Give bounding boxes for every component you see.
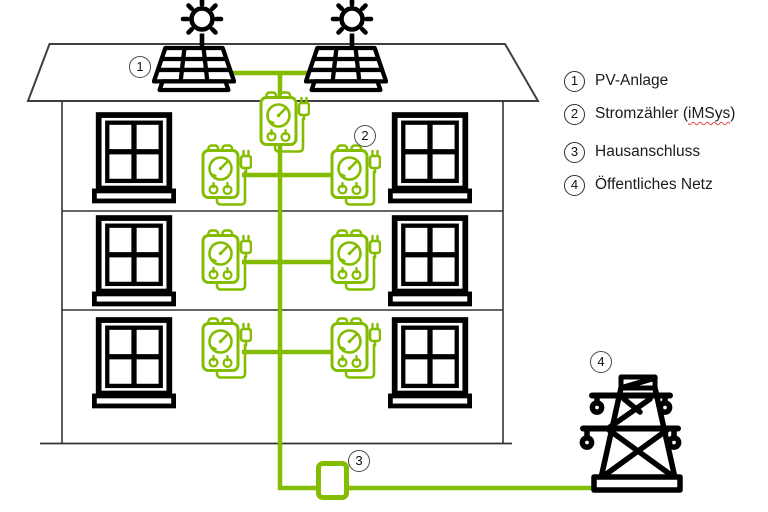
legend-item-hausanschluss: 3 Hausanschluss: [564, 141, 700, 163]
window-icon: [388, 317, 472, 409]
legend-label-suffix: ): [730, 105, 736, 122]
legend-item-pv-anlage: 1 PV-Anlage: [564, 70, 668, 92]
window-icon: [388, 112, 472, 204]
legend-item-stromzaehler: 2 Stromzähler (iMSys): [564, 103, 735, 125]
smart-meter-icon: [200, 229, 252, 291]
badge-house-connection: 3: [348, 450, 370, 472]
legend-item-oeffentliches-netz: 4 Öffentliches Netz: [564, 174, 713, 196]
solar-panel-icon: [304, 45, 388, 93]
smart-meter-icon: [329, 317, 381, 379]
legend-label-prefix: Stromzähler (: [595, 105, 689, 122]
solar-panel-icon: [152, 45, 236, 93]
legend-badge-4: 4: [564, 174, 585, 196]
legend-label-hausanschluss: Hausanschluss: [595, 143, 701, 160]
badge-pv-system: 1: [129, 56, 151, 78]
smart-meter-icon: [329, 229, 381, 291]
legend-label-stromzaehler: Stromzähler (iMSys): [595, 105, 735, 123]
legend-badge-3: 3: [564, 141, 585, 163]
spellcheck-word: iMSys: [688, 105, 731, 122]
smart-meter-icon: [258, 91, 310, 153]
legend-label-pv-anlage: PV-Anlage: [595, 72, 669, 89]
window-icon: [92, 215, 176, 307]
house-connection-box-icon: [316, 461, 349, 500]
badge-smart-meter: 2: [354, 125, 376, 147]
floor-lines: [62, 210, 503, 311]
legend-badge-2: 2: [564, 103, 585, 125]
smart-meter-icon: [200, 144, 252, 206]
trunk-line: [277, 73, 596, 491]
legend: 1 PV-Anlage 2 Stromzähler (iMSys) 3 Haus…: [564, 0, 768, 220]
building-walls: [61, 101, 504, 443]
transmission-tower-icon: [579, 374, 683, 493]
window-icon: [92, 317, 176, 409]
smart-meter-icon: [200, 317, 252, 379]
window-icon: [92, 112, 176, 204]
legend-badge-1: 1: [564, 70, 585, 92]
window-icon: [388, 215, 472, 307]
smart-meter-icon: [329, 144, 381, 206]
badge-public-grid: 4: [590, 351, 612, 373]
legend-label-oeffentliches-netz: Öffentliches Netz: [595, 176, 713, 193]
